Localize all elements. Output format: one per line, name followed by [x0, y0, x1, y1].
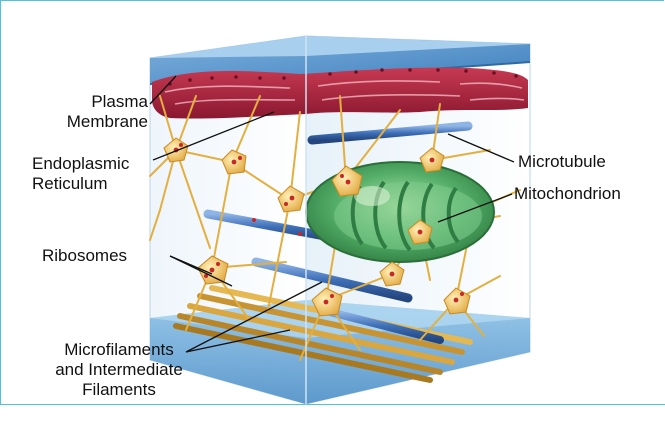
- label-line: Ribosomes: [42, 246, 127, 265]
- label-line: Microfilaments: [44, 340, 194, 360]
- label-line: Reticulum: [32, 174, 129, 194]
- label-line: Mitochondrion: [514, 184, 621, 203]
- label-line: Filaments: [44, 380, 194, 400]
- label-line: Endoplasmic: [32, 154, 129, 174]
- label-line: and Intermediate: [44, 360, 194, 380]
- label-line: Membrane: [44, 112, 148, 132]
- label-endoplasmic-reticulum: Endoplasmic Reticulum: [32, 154, 129, 194]
- label-microtubule: Microtubule: [518, 152, 606, 172]
- label-line: Microtubule: [518, 152, 606, 171]
- label-ribosomes: Ribosomes: [42, 246, 127, 266]
- label-plasma-membrane: Plasma Membrane: [44, 92, 148, 132]
- label-line: Plasma: [44, 92, 148, 112]
- label-microfilaments: Microfilaments and Intermediate Filament…: [44, 340, 194, 400]
- label-mitochondrion: Mitochondrion: [514, 184, 621, 204]
